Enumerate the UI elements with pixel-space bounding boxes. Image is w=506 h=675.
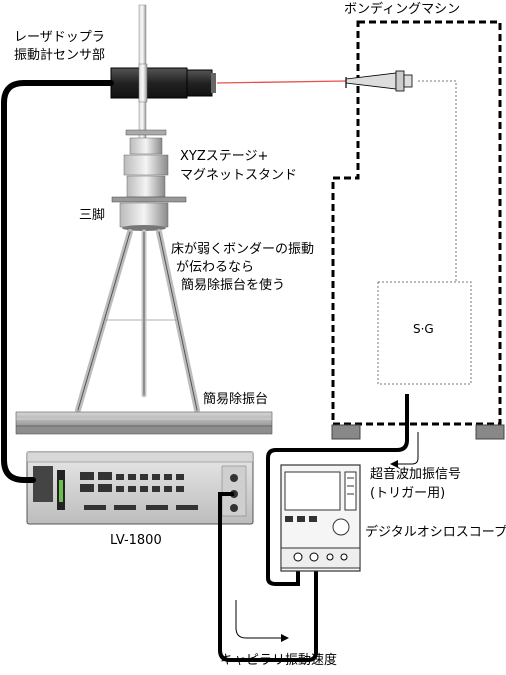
trigger-arrow [390,432,419,468]
laser-beam [216,80,347,84]
sensor-label-line2: 振動計センサ部 [14,48,106,63]
trigger-label-line1: 超音波加振信号 [370,467,462,482]
lv1800-controller [26,451,254,525]
digital-oscilloscope [280,464,361,572]
sg-label: S·G [413,322,434,336]
stage-label-line1: XYZステージ+ [180,149,269,164]
velocity-cable [218,492,318,662]
isolation-table-label: 簡易除振台 [203,392,269,407]
tripod-label: 三脚 [79,208,106,223]
laser-sensor-head [110,63,216,103]
machine-feet [331,424,505,440]
tripod [75,229,200,413]
note-line2: が伝わるなら [176,260,255,275]
xyz-stage [111,129,187,231]
sensor-cable [1,80,114,483]
bonding-machine-label: ボンディングマシン [344,2,461,17]
trigger-cable [266,394,409,586]
oscilloscope-label: デジタルオシロスコープ [365,525,506,540]
trigger-label-line2: (トリガー用) [370,486,446,501]
velocity-arrow [235,600,289,642]
ultrasonic-transducer [345,70,413,92]
signal-generator [377,281,472,385]
note-line3: 簡易除振台を使う [181,278,286,293]
note-line1: 床が弱くボンダーの振動 [171,242,315,257]
sg-wire [418,80,457,282]
controller-model-label: LV-1800 [110,533,162,548]
stage-label-line2: マグネットスタンド [180,168,298,183]
velocity-label: キャピラリ振動速度 [220,653,338,668]
isolation-table [15,411,273,435]
sensor-label-line1: レーザドップラ [14,30,105,45]
bonding-machine-outline [331,20,502,426]
